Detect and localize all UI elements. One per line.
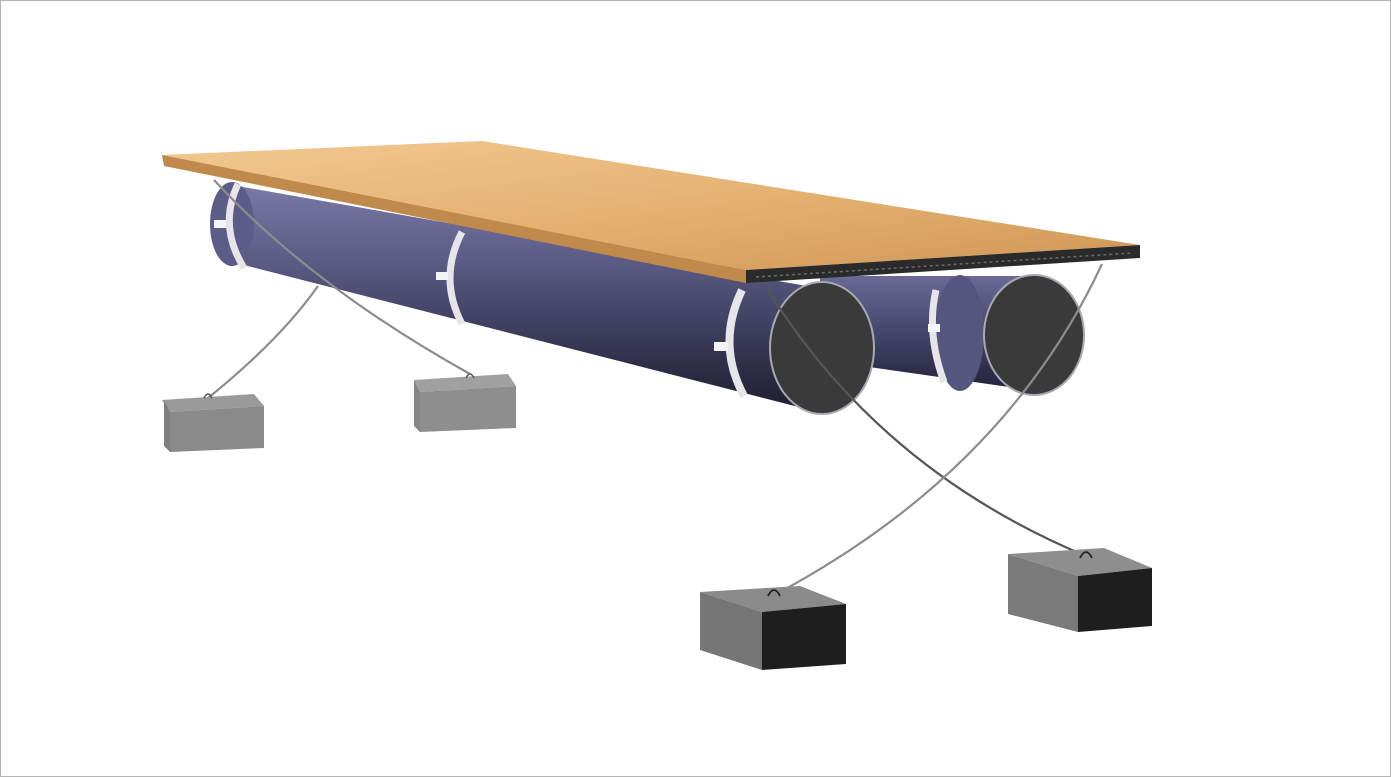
front-float-body xyxy=(216,184,818,412)
anchor-hook-icon xyxy=(1079,551,1093,559)
front-float-strap-3 xyxy=(725,288,748,398)
front-float-end-cap xyxy=(769,281,875,415)
front-float-strap-3-buckle xyxy=(714,342,728,351)
deck-top xyxy=(162,141,1140,270)
deck-edge-trim xyxy=(755,252,1133,278)
front-float-strap-1 xyxy=(225,182,247,270)
front-float-strap-2 xyxy=(446,230,466,326)
deck-side-edge xyxy=(162,155,746,283)
anchor-block-front-left xyxy=(700,586,846,670)
rear-float-strap-buckle xyxy=(928,324,940,332)
cable-rear-cross xyxy=(207,285,319,399)
mooring-cables xyxy=(207,179,1103,593)
front-float-strap-1-buckle xyxy=(214,220,226,228)
deck-front-edge xyxy=(746,245,1140,283)
rear-float-strap xyxy=(928,289,948,384)
rear-float-end-cap xyxy=(983,274,1085,396)
cable-front-right xyxy=(767,289,1087,558)
anchor-block-front-right xyxy=(1008,548,1152,632)
deck xyxy=(162,141,1140,283)
anchor-block-rear-left xyxy=(162,393,264,452)
anchor-hook-icon xyxy=(767,589,781,597)
anchor-block-rear-right xyxy=(414,373,516,432)
anchor-hook-icon xyxy=(203,393,213,399)
anchor-hook-icon xyxy=(465,373,475,379)
front-float xyxy=(210,182,875,415)
rear-float-strap-ring xyxy=(936,275,984,391)
front-float-strap-2-buckle xyxy=(436,272,448,280)
cable-front-left xyxy=(779,263,1103,593)
cable-rear-left xyxy=(213,179,471,375)
